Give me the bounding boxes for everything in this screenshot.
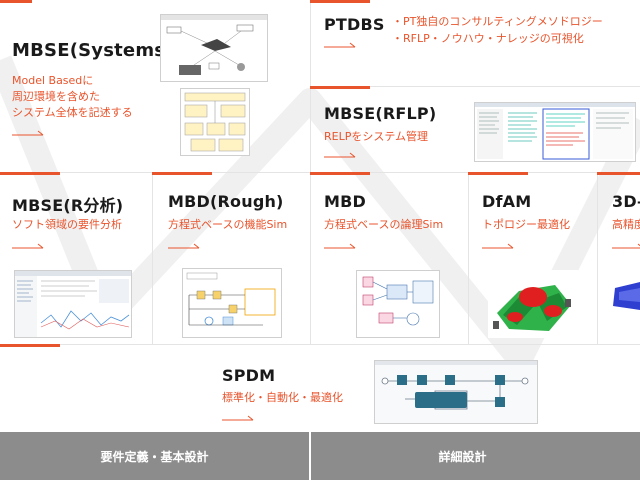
workflow-diagram-thumbnail <box>374 360 538 424</box>
3d-part-render <box>613 282 640 310</box>
arrow-right-icon <box>324 152 356 158</box>
card-desc: 高精度 <box>612 218 640 231</box>
card-ptdbs[interactable]: PTDBS ・PT独自のコンサルティングメソドロジー ・RFLP・ノウハウ・ナレ… <box>310 0 640 86</box>
card-mbse-rflp[interactable]: MBSE(RFLP) RELPをシステム管理 <box>310 86 640 172</box>
accent-bar-spdm <box>0 344 60 347</box>
card-desc: 方程式ベースの論理Sim <box>324 218 444 231</box>
system-diagram-thumbnail <box>160 14 268 82</box>
accent-bar-r <box>0 172 60 175</box>
card-desc-line-1: Model Basedに <box>12 74 94 87</box>
card-title: MBD(Rough) <box>168 192 284 211</box>
card-bullet-1: ・PT独自のコンサルティングメソドロジー <box>392 15 603 28</box>
footer-phase-detailed-design[interactable]: 詳細設計 <box>311 432 640 480</box>
card-title: MBSE(RFLP) <box>324 104 437 123</box>
block-diagram-thumbnail <box>180 88 250 156</box>
card-mbd[interactable]: MBD 方程式ベースの論理Sim <box>310 172 468 344</box>
divider-mid-3 <box>468 172 469 344</box>
card-desc-line-2: 周辺環境を含めた <box>12 90 100 103</box>
card-mbse-systems[interactable]: MBSE(Systems) Model Basedに 周辺環境を含めた システム… <box>0 0 310 172</box>
card-desc: トポロジー最適化 <box>482 218 570 231</box>
card-bullet-2: ・RFLP・ノウハウ・ナレッジの可視化 <box>392 32 584 45</box>
accent-bar-systems <box>0 0 32 3</box>
footer-label: 要件定義・基本設計 <box>100 449 209 464</box>
arrow-right-icon <box>12 130 44 136</box>
card-spdm[interactable]: SPDM 標準化・自動化・最適化 <box>0 344 640 432</box>
card-title: PTDBS <box>324 15 385 34</box>
footer-label: 詳細設計 <box>438 449 487 464</box>
divider-lower <box>0 344 640 345</box>
accent-bar-rough <box>152 172 212 175</box>
card-title: MBD <box>324 192 366 211</box>
divider-mid-4 <box>597 172 598 344</box>
accent-bar-dfam <box>468 172 528 175</box>
requirements-tool-screenshot <box>14 270 132 338</box>
footer-phase-basic-design[interactable]: 要件定義・基本設計 <box>0 432 309 480</box>
arrow-right-icon <box>612 243 640 249</box>
card-title: SPDM <box>222 366 276 385</box>
arrow-right-icon <box>324 243 356 249</box>
rflp-tool-screenshot <box>474 102 636 162</box>
accent-bar-rflp <box>310 86 370 89</box>
card-title: DfAM <box>482 192 532 211</box>
accent-bar-3d <box>597 172 640 175</box>
card-desc: 方程式ベースの機能Sim <box>168 218 288 231</box>
topology-optimization-render <box>488 270 578 338</box>
card-desc: ソフト領域の要件分析 <box>12 218 122 231</box>
card-title: MBSE(R分析) <box>12 196 124 215</box>
logic-sim-diagram-thumbnail <box>356 270 440 338</box>
card-desc-line-3: システム全体を記述する <box>12 106 133 119</box>
card-title: MBSE(Systems) <box>12 40 174 61</box>
arrow-right-icon <box>222 415 254 421</box>
accent-bar-mbd <box>310 172 370 175</box>
card-desc: 標準化・自動化・最適化 <box>222 391 343 404</box>
card-dfam[interactable]: DfAM トポロジー最適化 <box>468 172 597 344</box>
arrow-right-icon <box>12 243 44 249</box>
card-mbd-rough[interactable]: MBD(Rough) 方程式ベースの機能Sim <box>152 172 310 344</box>
arrow-right-icon <box>482 243 514 249</box>
functional-sim-diagram-thumbnail <box>182 268 282 338</box>
arrow-right-icon <box>168 243 200 249</box>
card-desc: RELPをシステム管理 <box>324 130 429 143</box>
accent-bar-ptdbs <box>310 0 370 3</box>
card-title: 3D– <box>612 192 640 211</box>
divider-mid-1 <box>152 172 153 344</box>
card-mbse-r[interactable]: MBSE(R分析) ソフト領域の要件分析 <box>0 172 152 344</box>
divider-mid-2 <box>310 172 311 344</box>
card-3d[interactable]: 3D– 高精度 <box>597 172 640 344</box>
divider-top-right <box>310 86 640 87</box>
arrow-right-icon <box>324 42 356 48</box>
